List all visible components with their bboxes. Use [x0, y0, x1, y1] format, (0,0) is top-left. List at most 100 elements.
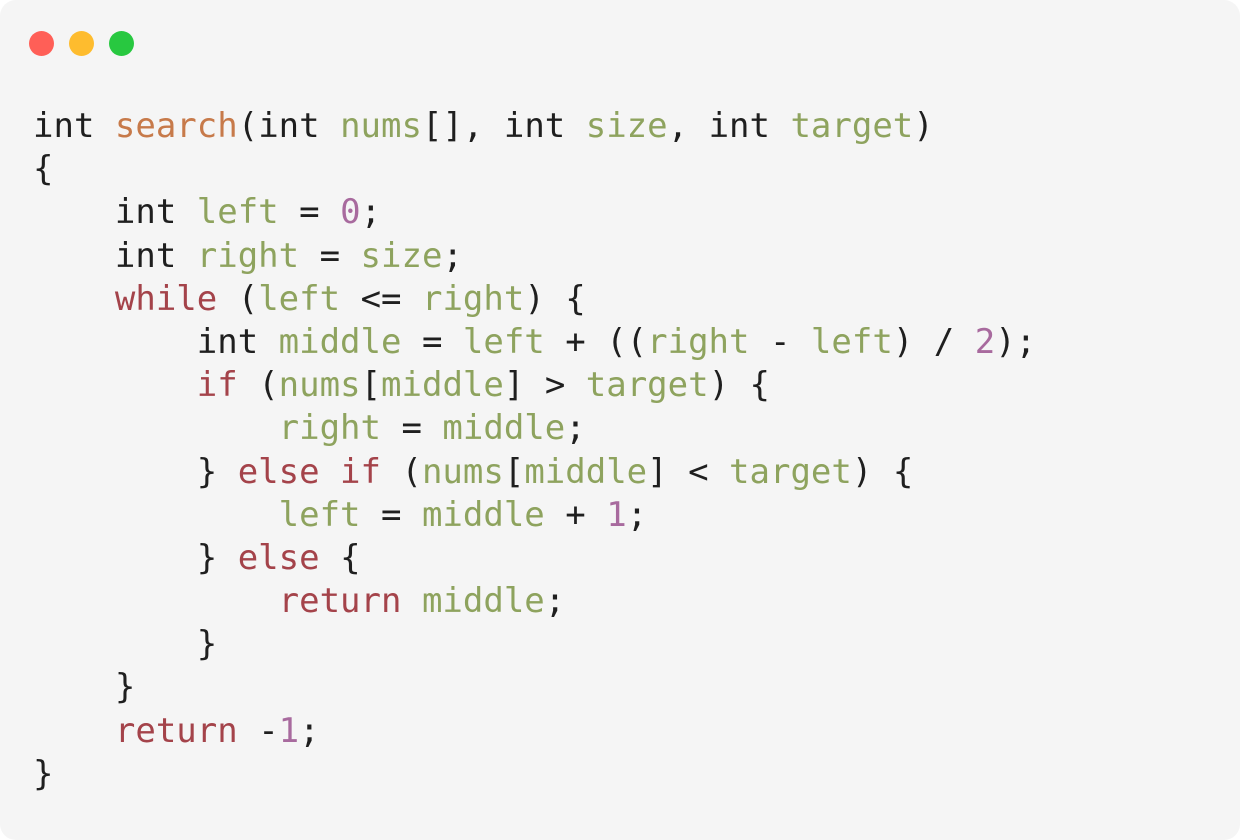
code-token-identifier: middle	[442, 408, 566, 449]
code-token-number: 2	[974, 321, 996, 362]
code-token-plain: (	[381, 451, 422, 492]
code-token-plain: =	[401, 321, 463, 362]
code-token-number: 1	[278, 710, 300, 751]
code-token-keyword: while	[114, 278, 218, 319]
code-line: while (left <= right) {	[33, 278, 1036, 321]
code-token-function: search	[114, 106, 238, 146]
code-token-plain: {	[319, 537, 361, 578]
code-token-plain: ) {	[851, 451, 914, 492]
code-token-identifier: left	[258, 278, 341, 319]
zoom-button[interactable]	[109, 31, 134, 56]
code-line: } else {	[33, 537, 1036, 580]
code-token-keyword: else if	[237, 451, 381, 492]
code-token-plain: }	[33, 753, 54, 794]
code-token-identifier: left	[810, 321, 893, 362]
code-token-plain	[33, 581, 279, 621]
code-token-plain: int	[33, 321, 279, 362]
code-token-plain: (	[217, 278, 259, 319]
code-token-identifier: left	[196, 192, 279, 233]
code-token-plain	[33, 495, 279, 535]
code-token-plain: {	[33, 149, 54, 190]
code-token-identifier: target	[729, 451, 852, 492]
code-token-identifier: middle	[524, 451, 648, 492]
code-token-identifier: middle	[381, 365, 504, 406]
code-token-plain: );	[995, 321, 1037, 362]
code-token-plain: [	[503, 451, 525, 492]
code-line: int search(int nums[], int size, int tar…	[33, 105, 1036, 148]
code-token-plain: -	[237, 710, 279, 751]
code-token-identifier: middle	[421, 581, 545, 622]
code-token-plain: =	[278, 192, 341, 233]
code-token-plain: =	[299, 235, 361, 276]
code-token-keyword: return	[278, 581, 402, 622]
code-block: int search(int nums[], int size, int tar…	[33, 105, 1036, 796]
code-token-plain: [], int	[421, 106, 586, 146]
code-token-identifier: size	[360, 235, 443, 276]
code-token-plain	[33, 365, 197, 405]
code-token-identifier: target	[585, 365, 709, 406]
code-line: right = middle;	[33, 407, 1036, 450]
code-token-identifier: nums	[340, 106, 422, 146]
code-token-plain	[401, 581, 421, 621]
code-token-plain	[33, 408, 279, 448]
code-token-plain: ] >	[503, 365, 586, 406]
code-token-plain: int	[33, 235, 197, 276]
code-line: }	[33, 623, 1036, 666]
code-line: } else if (nums[middle] < target) {	[33, 451, 1036, 494]
code-token-plain: +	[544, 494, 607, 535]
code-token-plain: ;	[442, 235, 463, 276]
code-token-plain: (	[237, 365, 279, 406]
code-token-plain: ;	[626, 494, 648, 535]
code-token-plain: =	[360, 494, 422, 535]
minimize-button[interactable]	[69, 31, 94, 56]
code-token-plain: =	[381, 408, 443, 449]
code-line: left = middle + 1;	[33, 494, 1036, 537]
code-token-plain: , int	[667, 106, 791, 146]
code-token-plain: }	[33, 451, 238, 492]
code-token-identifier: right	[647, 321, 750, 362]
code-token-identifier: nums	[278, 365, 361, 406]
code-line: return -1;	[33, 710, 1036, 753]
code-line: return middle;	[33, 580, 1036, 623]
window-controls	[29, 31, 134, 56]
code-token-identifier: middle	[278, 321, 402, 362]
code-line: int middle = left + ((right - left) / 2)…	[33, 321, 1036, 364]
close-button[interactable]	[29, 31, 54, 56]
code-line: }	[33, 753, 1036, 796]
code-token-plain: + ((	[544, 321, 648, 362]
code-token-keyword: else	[237, 537, 320, 578]
code-token-identifier: target	[790, 106, 914, 146]
code-line: int right = size;	[33, 235, 1036, 278]
code-token-plain: }	[33, 537, 238, 578]
code-token-plain: <=	[340, 278, 422, 319]
code-token-plain: ;	[544, 581, 566, 622]
code-token-identifier: nums	[421, 451, 504, 492]
code-token-plain: )	[913, 106, 934, 146]
code-token-plain: -	[749, 321, 811, 362]
code-token-keyword: return	[114, 710, 238, 751]
code-token-identifier: right	[278, 408, 381, 449]
code-token-identifier: middle	[421, 494, 545, 535]
code-token-plain	[33, 279, 115, 319]
code-token-plain: }	[33, 624, 218, 665]
code-token-identifier: left	[278, 494, 361, 535]
code-token-plain: ) /	[892, 321, 975, 362]
code-token-plain: }	[33, 667, 136, 708]
code-token-identifier: right	[196, 235, 300, 276]
code-token-plain: ;	[360, 192, 382, 233]
code-token-identifier: left	[462, 321, 545, 362]
code-line: int left = 0;	[33, 191, 1036, 234]
code-token-keyword: if	[196, 365, 238, 406]
code-token-plain: ;	[565, 408, 586, 449]
code-token-plain: ) {	[524, 278, 586, 319]
code-token-plain: [	[360, 365, 382, 406]
code-line: {	[33, 148, 1036, 191]
code-token-plain: ) {	[708, 365, 771, 406]
code-line: if (nums[middle] > target) {	[33, 364, 1036, 407]
code-line: }	[33, 666, 1036, 709]
code-token-plain: (int	[237, 106, 341, 146]
code-token-number: 0	[340, 192, 361, 233]
code-token-plain: ] <	[647, 451, 730, 492]
code-token-identifier: size	[585, 106, 668, 146]
